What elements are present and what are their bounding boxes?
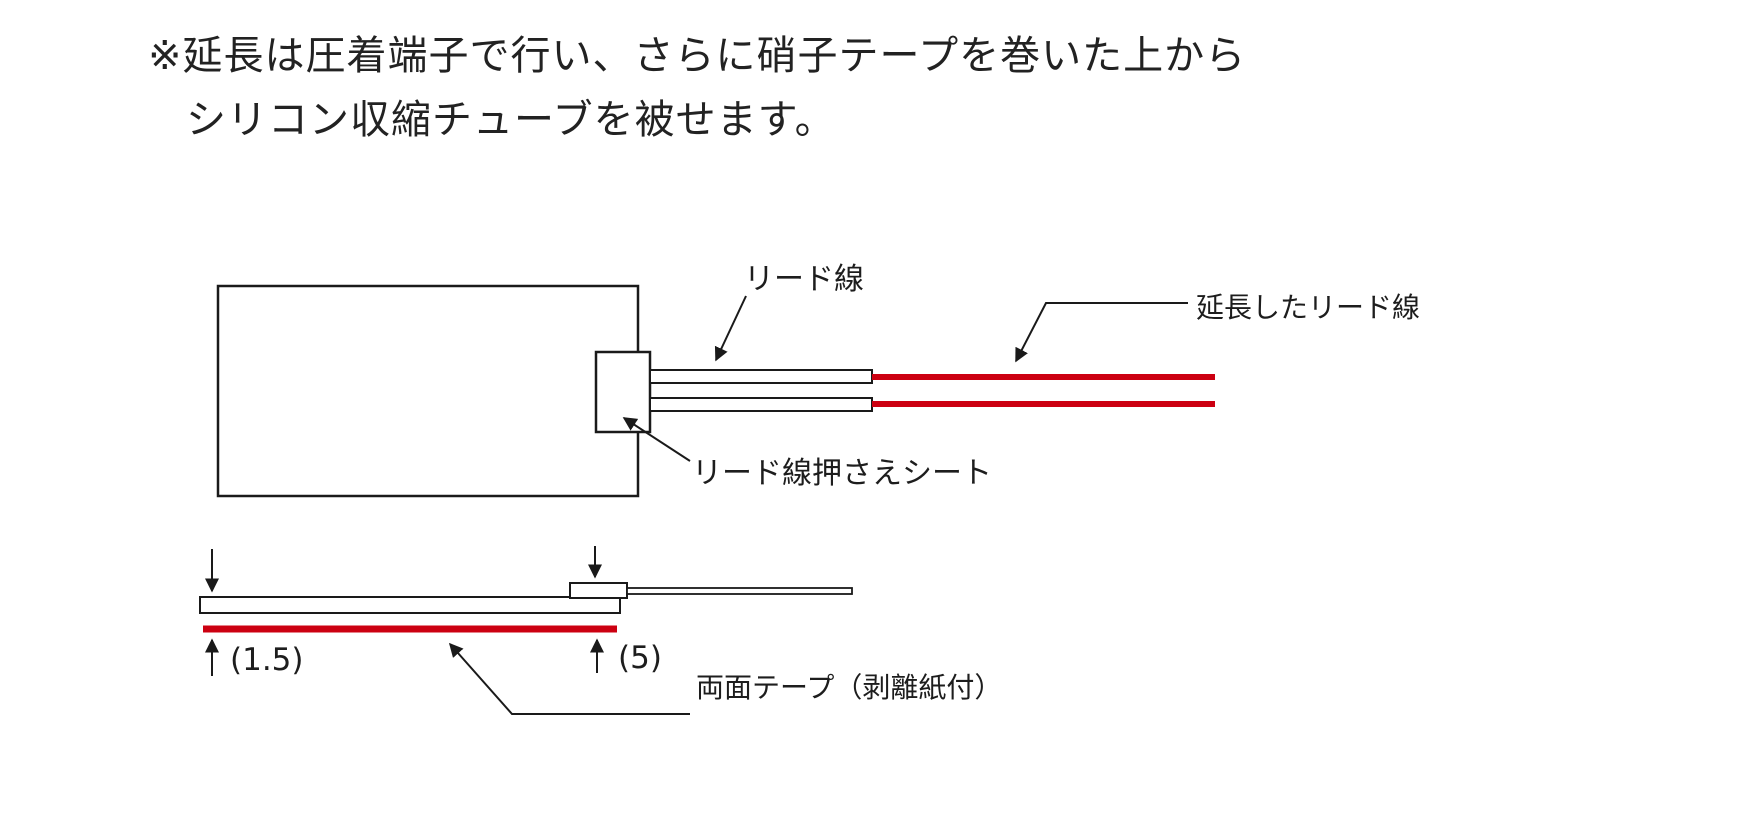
lead-wire-2 (649, 397, 873, 412)
lead-wire-1 (649, 369, 873, 384)
double-sided-tape-label: 両面テープ（剥離紙付） (696, 671, 1003, 704)
tape-leader-arrow (448, 642, 690, 715)
lead-wire-holding-sheet-rect (594, 350, 652, 434)
side-view-heater-bar (199, 596, 621, 614)
side-view-lead-wire (626, 587, 853, 595)
holding-sheet-leader-arrow (622, 417, 691, 462)
holding-sheet-label: リード線押さえシート (692, 456, 992, 491)
heater-body-rect (216, 284, 640, 498)
extended-lead-wire-label: 延長したリード線 (1196, 291, 1421, 324)
instruction-note-line1: ※延長は圧着端子で行い、さらに硝子テープを巻いた上から (148, 33, 1247, 79)
instruction-note: ※延長は圧着端子で行い、さらに硝子テープを巻いた上から シリコン収縮チューブを被… (148, 24, 1246, 152)
side-view-holding-sheet (569, 582, 628, 599)
dimension-label-left: (1.5) (230, 642, 304, 678)
lead-wire-label: リード線 (744, 262, 864, 297)
dimension-label-right: (5) (618, 640, 662, 676)
lead-wire-leader-arrow (714, 295, 747, 362)
instruction-note-line2: シリコン収縮チューブを被せます。 (186, 97, 836, 143)
extended-lead-wire-leader-arrow (1015, 302, 1188, 363)
